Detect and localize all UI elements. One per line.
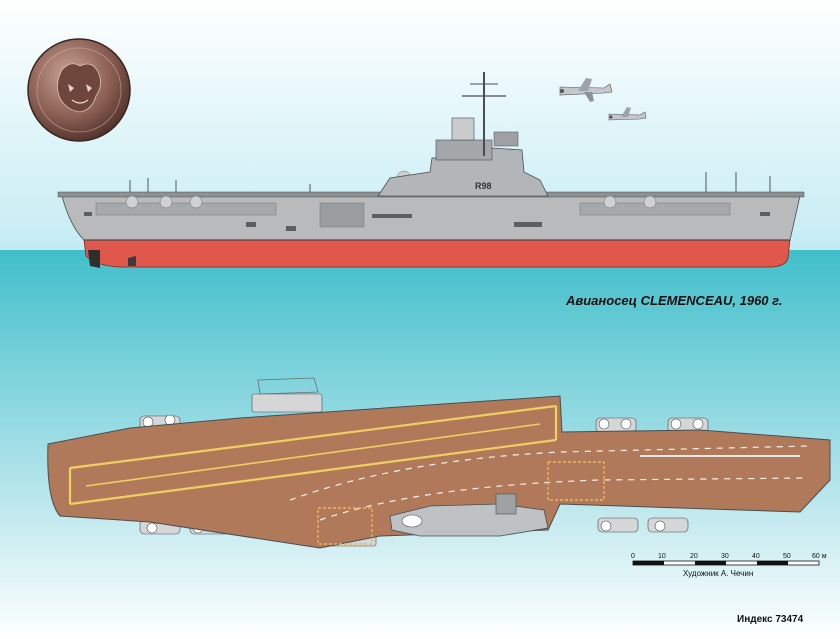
- catalog-index: Индекс 73474: [737, 614, 804, 625]
- scale-tick-label: 60 м: [812, 553, 827, 560]
- scale-tick-label: 30: [721, 553, 729, 560]
- carrier-plan-view: [47, 377, 831, 549]
- waterline-red-hull: [83, 239, 791, 268]
- flight-deck: [47, 395, 831, 549]
- scale-tick-label: 40: [752, 553, 760, 560]
- scale-tick-label: 0: [631, 553, 635, 560]
- gray-hull: [61, 195, 801, 241]
- aircraft-icon: [608, 107, 647, 121]
- artist-credit: Художник А. Чечин: [683, 569, 754, 578]
- plate-caption: Авианосец CLEMENCEAU, 1960 г.: [566, 293, 783, 308]
- scale-tick-label: 10: [658, 553, 666, 560]
- scale-tick-label: 20: [690, 553, 698, 560]
- scale-tick-label: 50: [783, 553, 791, 560]
- carrier-side-profile: [57, 72, 805, 268]
- scale-bar: [632, 560, 820, 566]
- hull-number: R98: [475, 181, 492, 191]
- aircraft-icon: [559, 78, 613, 102]
- ship-emblem-medallion: [27, 38, 131, 142]
